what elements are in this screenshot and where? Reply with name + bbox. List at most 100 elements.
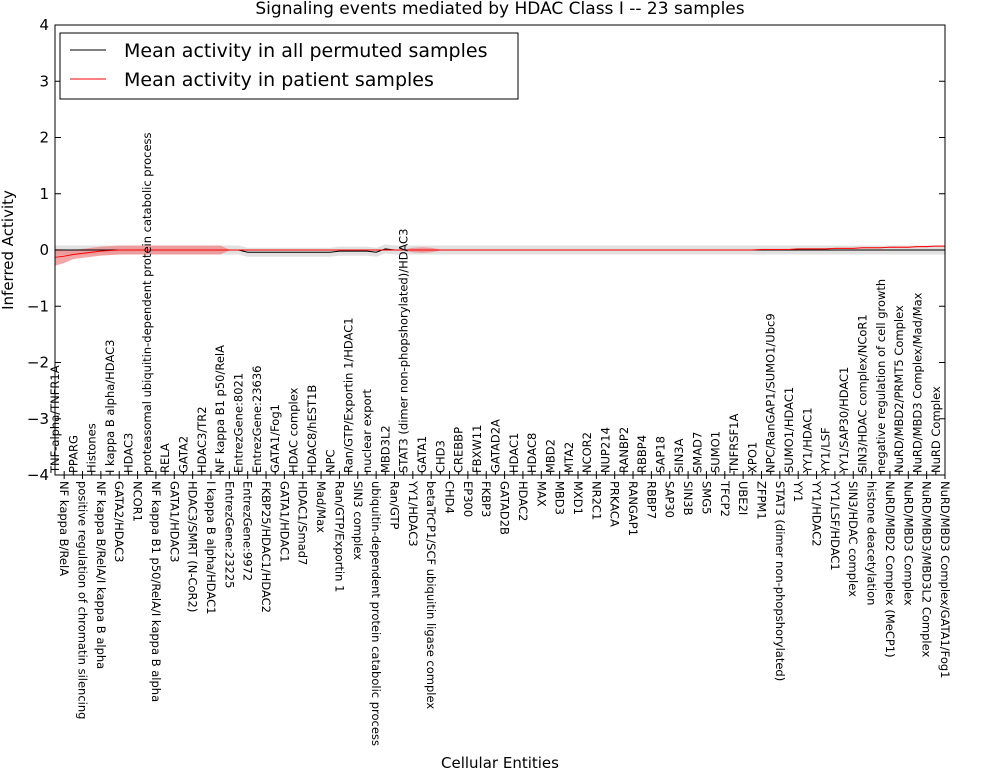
x-tick-label: SAP30 — [663, 481, 677, 518]
x-tick-label: NPC/RanGAP1/SUMO1/Ubc9 — [764, 313, 778, 473]
y-tick-label: 2 — [39, 129, 49, 147]
x-tick-label: UBE2I — [736, 481, 750, 515]
x-tick-label: Ran/GTP/Exportin 1 — [332, 481, 346, 592]
x-tick-label: CREBBP — [452, 427, 466, 473]
x-tick-label: FBXW11 — [470, 425, 484, 473]
x-axis-label: Cellular Entities — [441, 754, 559, 772]
x-tick-label: NuRD/MBD2/PRMT5 Complex — [892, 305, 906, 473]
x-tick-label: NuRD/MBD3 Complex/GATA1/Fog1 — [938, 481, 952, 679]
x-tick-label: EntrezGene:8021 — [232, 373, 246, 473]
x-tick-label: EntrezGene:23225 — [222, 481, 236, 588]
y-tick-label: −4 — [27, 466, 49, 484]
x-tick-label: GATA1/HDAC1 — [277, 481, 291, 562]
x-tick-label: PPARG — [66, 435, 80, 473]
x-tick-label: ubiquitin-dependent protein catabolic pr… — [369, 481, 383, 746]
x-tick-label: NCOR1 — [131, 481, 145, 522]
x-tick-label: MXD1 — [571, 481, 585, 515]
x-tick-label: NUP214 — [599, 427, 613, 473]
legend-label-permuted: Mean activity in all permuted samples — [124, 40, 487, 62]
x-tick-label: SIN3/HDAC complex/NCoR1 — [855, 314, 869, 473]
x-tick-label: negative regulation of cell growth — [874, 279, 888, 473]
x-tick-label: NR2C1 — [589, 481, 603, 520]
x-tick-label: CHD3 — [433, 440, 447, 473]
x-tick-label: SUMO1 — [709, 431, 723, 473]
x-tick-label: TNF-alpha/TNFR1A — [48, 365, 62, 474]
x-tick-label: NF kappa B1 p50/RelA/I kappa B alpha — [149, 481, 163, 702]
x-tick-label: SUMO1/HDAC1 — [782, 387, 796, 473]
x-tick-label: YY1/HDAC1 — [800, 407, 814, 474]
legend: Mean activity in all permuted samples Me… — [59, 32, 519, 100]
x-tick-label: RBBP4 — [635, 435, 649, 473]
x-tick-label: NPC — [323, 449, 337, 473]
x-tick-label: TNFRSF1A — [727, 414, 741, 474]
x-tick-label: RANBP2 — [617, 427, 631, 473]
x-tick-label: FKBP25/HDAC1/HDAC2 — [259, 481, 273, 613]
x-tick-label: GATA2 — [176, 436, 190, 473]
x-tick-label: RBBP7 — [644, 481, 658, 519]
y-tick-label: 1 — [39, 185, 49, 203]
x-tick-label: HDAC3 — [121, 433, 135, 473]
x-tick-label: NuRD Complex — [929, 386, 943, 473]
x-tick-label: PRKACA — [608, 481, 622, 527]
chart-title: Signaling events mediated by HDAC Class … — [255, 0, 744, 19]
x-tick-label: NF kappa B1 p50/RelA — [213, 345, 227, 473]
x-tick-label: HDAC8/hEST1B — [305, 385, 319, 473]
x-tick-label: GATA1 — [415, 436, 429, 473]
x-tick-label: NF kappa B/RelA/I kappa B alpha — [94, 481, 108, 669]
x-tick-label: I kappa B alpha/HDAC1 — [204, 481, 218, 614]
x-tick-label: SIN3/HDAC complex — [846, 481, 860, 597]
y-tick-label: 0 — [39, 241, 49, 259]
legend-label-patient: Mean activity in patient samples — [124, 69, 434, 91]
x-tick-label: HDAC complex — [287, 387, 301, 473]
band-series-1 — [55, 245, 945, 266]
x-tick-label: HDAC1/Smad7 — [296, 481, 310, 565]
legend-box — [59, 32, 519, 100]
x-tick-label: HDAC8 — [525, 433, 539, 473]
x-tick-label: ZFPM1 — [754, 481, 768, 520]
x-tick-label: HDAC3/TR2 — [195, 406, 209, 473]
x-tick-label: positive regulation of chromatin silenci… — [76, 481, 90, 719]
x-tick-label: STAT3 (dimer non-phopshorylated)/HDAC3 — [397, 229, 411, 473]
x-tick-label: HDAC3/SMRT (N-CoR2) — [186, 481, 200, 612]
x-tick-label: NCOR2 — [580, 432, 594, 473]
x-tick-label: YY1/LSF/HDAC1 — [828, 480, 842, 571]
x-tick-label: MBD2 — [543, 439, 557, 473]
x-tick-label: nuclear export — [360, 389, 374, 473]
y-tick-label: 3 — [39, 72, 49, 90]
x-tick-label: STAT3 (dimer non-phopshorylated) — [773, 481, 787, 681]
x-tick-label: EntrezGene:23636 — [250, 366, 264, 473]
x-tick-label: EP300 — [461, 481, 475, 517]
y-tick-label: 4 — [39, 16, 49, 34]
x-tick-label: MAX — [534, 481, 548, 507]
x-tick-label: Ran/GTP/Exportin 1/HDAC1 — [342, 317, 356, 473]
x-tick-label: SIN3B — [681, 481, 695, 516]
x-tick-label: EntrezGene:9972 — [241, 481, 255, 581]
x-tick-label: RANGAP1 — [626, 481, 640, 536]
x-tick-label: SAP18 — [654, 436, 668, 473]
x-tick-label: NuRD/MBD2 Complex (MeCP1) — [883, 481, 897, 658]
x-tick-label: YY1/SAP30/HDAC1 — [837, 367, 851, 474]
x-tick-label: HDAC1 — [507, 433, 521, 473]
x-tick-label: RELA — [158, 443, 172, 473]
y-tick-label: −1 — [27, 297, 49, 315]
x-tick-label: GATAD2B — [498, 481, 512, 535]
x-tick-label: SMG5 — [699, 481, 713, 514]
x-tick-label: NuRD/MBD3/MBD3L2 Complex — [920, 481, 934, 657]
x-tick-label: YY1/HDAC2 — [810, 480, 824, 547]
x-tick-label: I kappa B alpha/HDAC3 — [103, 340, 117, 473]
x-tick-label: GATAD2A — [488, 419, 502, 473]
x-tick-label: NuRD/MBD3 Complex/Mad/Max — [910, 292, 924, 473]
x-tick-label: Ran/GTP — [387, 481, 401, 529]
x-tick-label: YY1 — [791, 480, 805, 502]
x-tick-label: YY1/LSF — [819, 427, 833, 474]
y-tick-label: −2 — [27, 354, 49, 372]
x-tick-label: MBD3L2 — [378, 425, 392, 473]
x-tick-label: Mad/Max — [314, 481, 328, 533]
x-tick-label: GATA2/HDAC3 — [112, 481, 126, 562]
y-axis-label: Inferred Activity — [0, 190, 17, 310]
x-tick-label: SIN3 complex — [351, 481, 365, 560]
x-tick-label: proteasomal ubiquitin-dependent protein … — [140, 132, 154, 473]
x-tick-label: betaTrCP1/SCF ubiquitin ligase complex — [424, 481, 438, 709]
x-tick-label: Histones — [85, 423, 99, 473]
x-tick-label: GATA1/HDAC3 — [167, 481, 181, 562]
